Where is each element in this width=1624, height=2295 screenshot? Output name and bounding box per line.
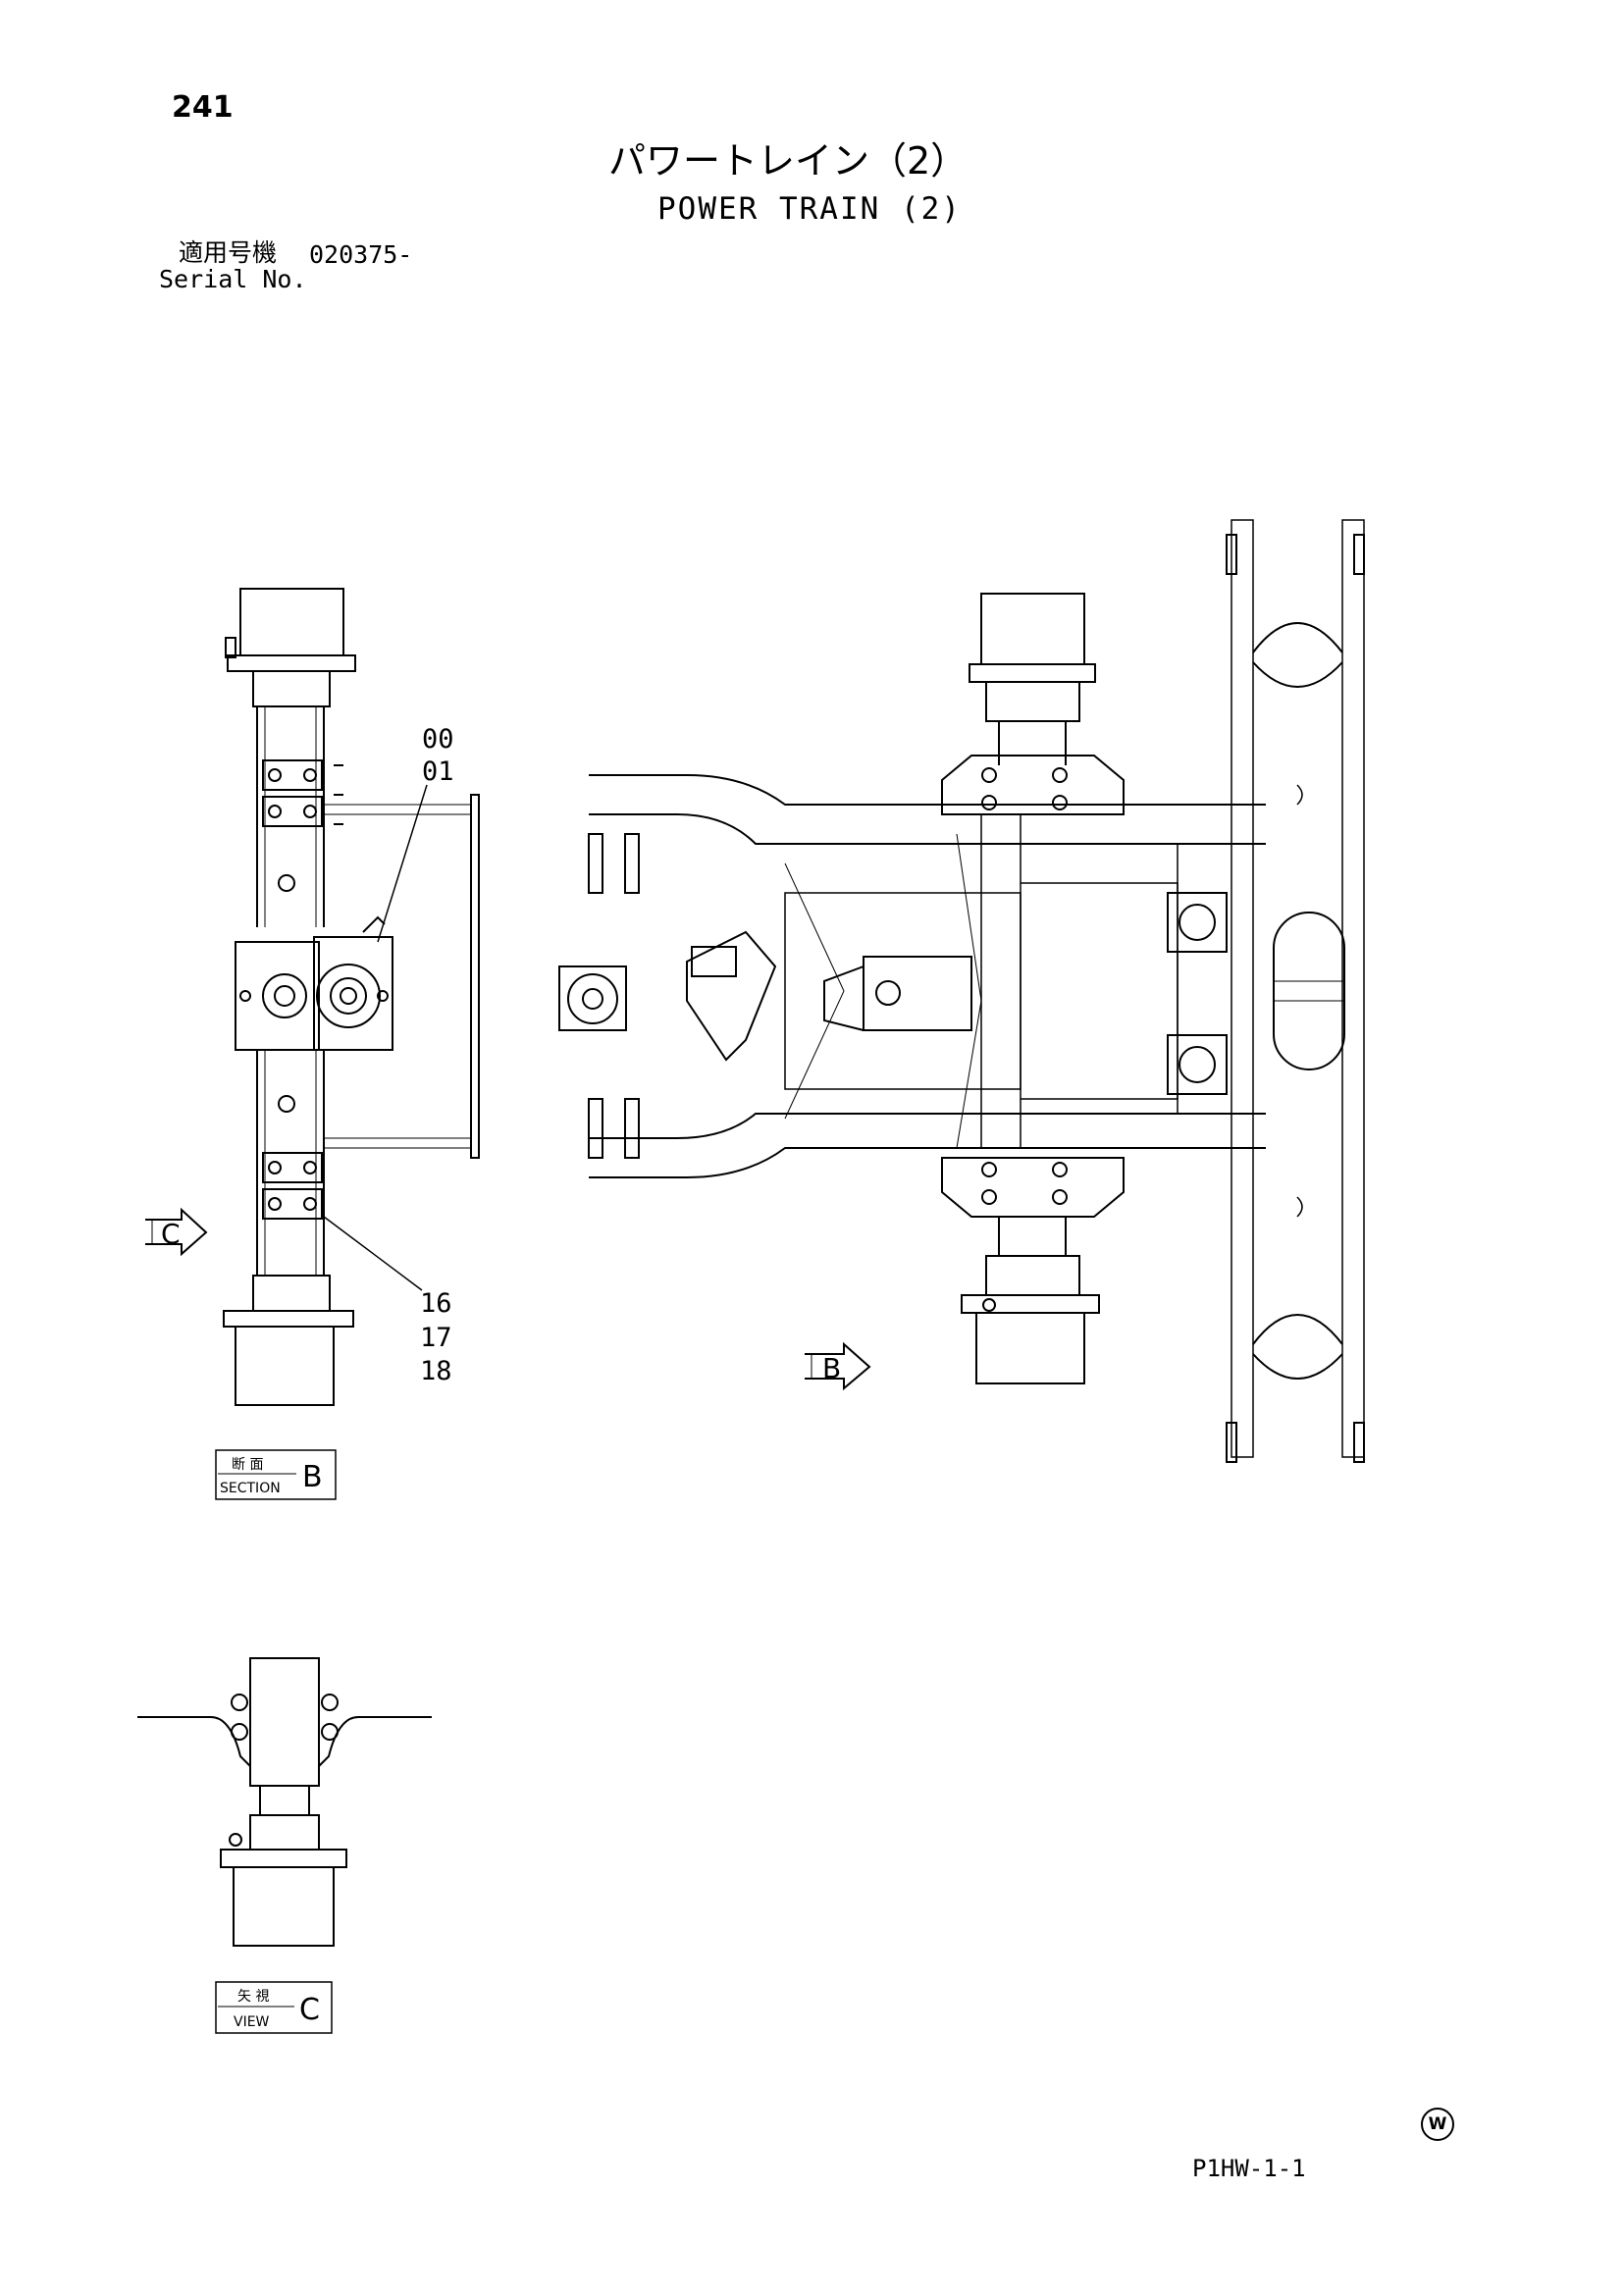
page-number: 241 [172, 90, 234, 125]
section-box-letter: B [302, 1460, 323, 1494]
section-box-en: SECTION [220, 1481, 281, 1496]
view-box-en: VIEW [234, 2014, 270, 2030]
section-b-label-box: 断 面 SECTION B [215, 1449, 337, 1500]
view-arrow-b-letter: B [822, 1352, 841, 1384]
leader-line-00-01 [377, 784, 428, 943]
serial-label-japanese: 適用号機 [179, 238, 278, 267]
serial-value: 020375- [309, 240, 413, 269]
w-mark-icon: W [1421, 2108, 1454, 2141]
section-box-jp: 断 面 [232, 1457, 263, 1473]
view-arrow-c: C [145, 1207, 208, 1257]
left-axle-view [223, 588, 480, 1406]
callout-00: 00 [422, 724, 454, 755]
document-code: P1HW-1-1 [1192, 2155, 1306, 2182]
serial-label-english: Serial No. [159, 265, 307, 293]
view-box-jp: 矢 視 [237, 1989, 269, 2005]
main-chassis-view [558, 519, 1365, 1463]
title-english: POWER TRAIN (2) [657, 191, 962, 227]
view-arrow-c-letter: C [161, 1218, 181, 1250]
view-c-label-box: 矢 視 VIEW C [215, 1981, 333, 2034]
view-c-detail [137, 1657, 432, 1947]
title-japanese: パワートレイン（2） [608, 139, 969, 183]
callout-17: 17 [420, 1323, 452, 1353]
view-box-letter: C [299, 1993, 320, 2027]
callout-16: 16 [420, 1288, 452, 1319]
callout-01: 01 [422, 756, 454, 787]
callout-18: 18 [420, 1356, 452, 1386]
view-arrow-b: B [805, 1341, 871, 1391]
leader-line-16-18 [323, 1216, 423, 1291]
